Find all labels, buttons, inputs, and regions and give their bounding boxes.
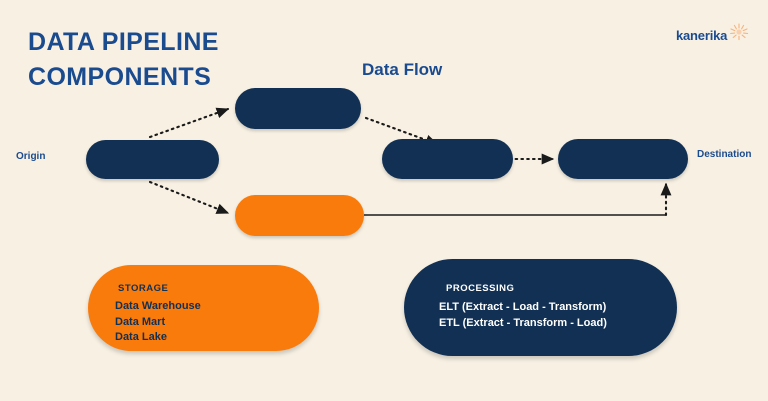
storage-info-box[interactable]: STORAGE Data Warehouse Data Mart Data La… [88, 265, 319, 351]
list-item: ETL (Extract - Transform - Load) [439, 316, 607, 329]
connector-origin-to-transform [148, 107, 230, 139]
processing-item-list: ELT (Extract - Load - Transform) ETL (Ex… [439, 300, 607, 331]
connector-storage-to-destination [364, 182, 672, 217]
origin-label: Origin [16, 151, 46, 162]
processing-heading: PROCESSING [446, 283, 515, 294]
destination-label: Destination [697, 149, 752, 160]
node-transform[interactable] [235, 88, 361, 129]
node-destination[interactable] [558, 139, 688, 179]
node-stage[interactable] [382, 139, 513, 179]
page-title-line-1: DATA PIPELINE [28, 28, 219, 56]
storage-heading: STORAGE [118, 283, 169, 294]
connector-origin-to-storage [148, 180, 230, 215]
storage-item-list: Data Warehouse Data Mart Data Lake [115, 299, 201, 346]
page-title-line-2: COMPONENTS [28, 62, 212, 91]
list-item: ELT (Extract - Load - Transform) [439, 301, 607, 313]
data-flow-label: Data Flow [362, 60, 443, 79]
list-item: Data Mart [115, 315, 166, 328]
brand-logo: kanerika [676, 21, 752, 50]
page-title: DATA PIPELINE COMPONENTS [28, 25, 358, 94]
processing-info-box[interactable]: PROCESSING ELT (Extract - Load - Transfo… [404, 259, 677, 356]
node-storage[interactable] [235, 195, 364, 236]
sunburst-icon [728, 21, 750, 43]
list-item: Data Warehouse [115, 300, 201, 312]
list-item: Data Lake [115, 331, 167, 344]
node-origin[interactable] [86, 140, 219, 179]
brand-name: kanerika [676, 28, 728, 43]
